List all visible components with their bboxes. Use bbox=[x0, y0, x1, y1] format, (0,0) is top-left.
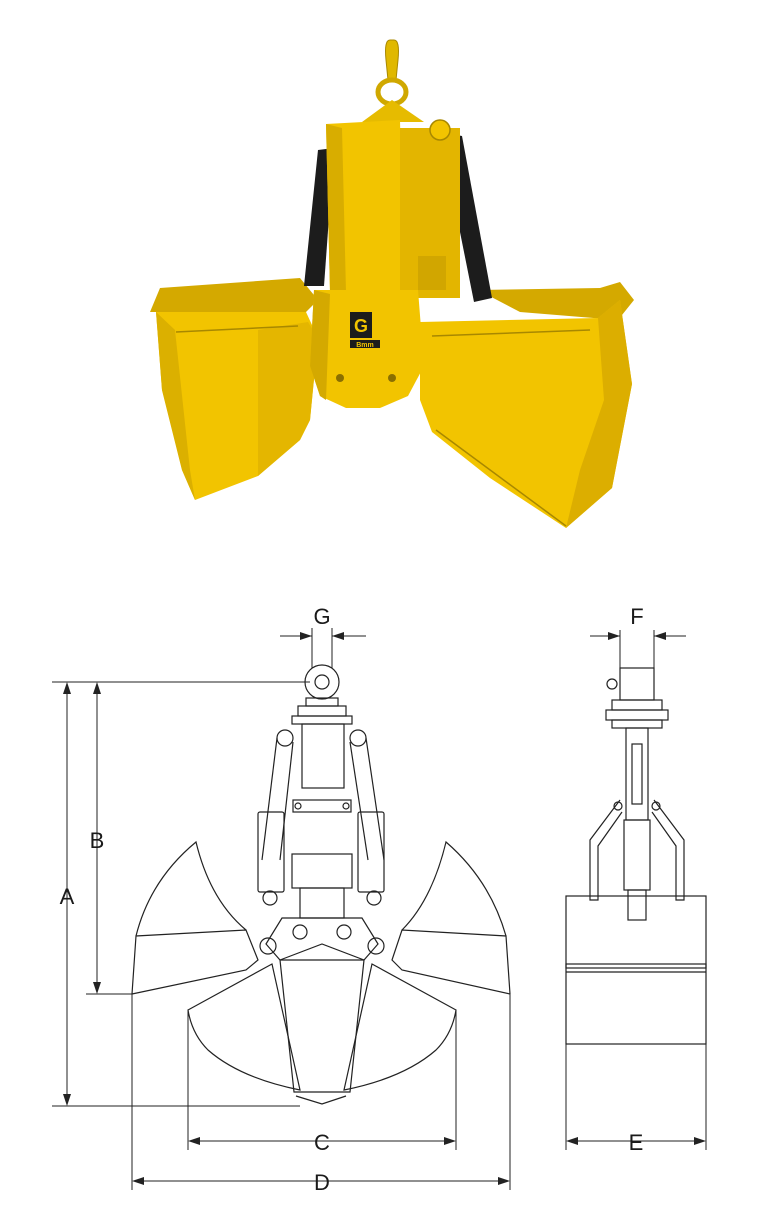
dimension-g-label: G bbox=[313, 604, 330, 629]
dimension-e-label: E bbox=[629, 1130, 644, 1155]
front-view bbox=[131, 664, 511, 1105]
brand-logo: G Bmm bbox=[350, 312, 380, 349]
dimension-d-label: D bbox=[314, 1170, 330, 1195]
logo-word: Bmm bbox=[356, 342, 374, 349]
side-view bbox=[565, 667, 707, 1045]
central-housing bbox=[310, 290, 424, 408]
central-mast bbox=[326, 119, 460, 298]
dimension-lines bbox=[52, 628, 707, 1190]
right-bucket bbox=[420, 282, 634, 528]
grab-photo: G Bmm bbox=[150, 39, 634, 528]
dimension-c-label: C bbox=[314, 1130, 330, 1155]
dimension-b-label: B bbox=[90, 828, 105, 853]
technical-drawing bbox=[52, 628, 707, 1190]
dimension-f-label: F bbox=[630, 604, 643, 629]
logo-mark: G bbox=[354, 316, 368, 336]
left-bucket bbox=[150, 278, 318, 500]
lifting-shackle bbox=[362, 39, 424, 122]
dimension-a-label: A bbox=[60, 884, 75, 909]
dimension-labels: A B C D E F G bbox=[60, 604, 644, 1195]
